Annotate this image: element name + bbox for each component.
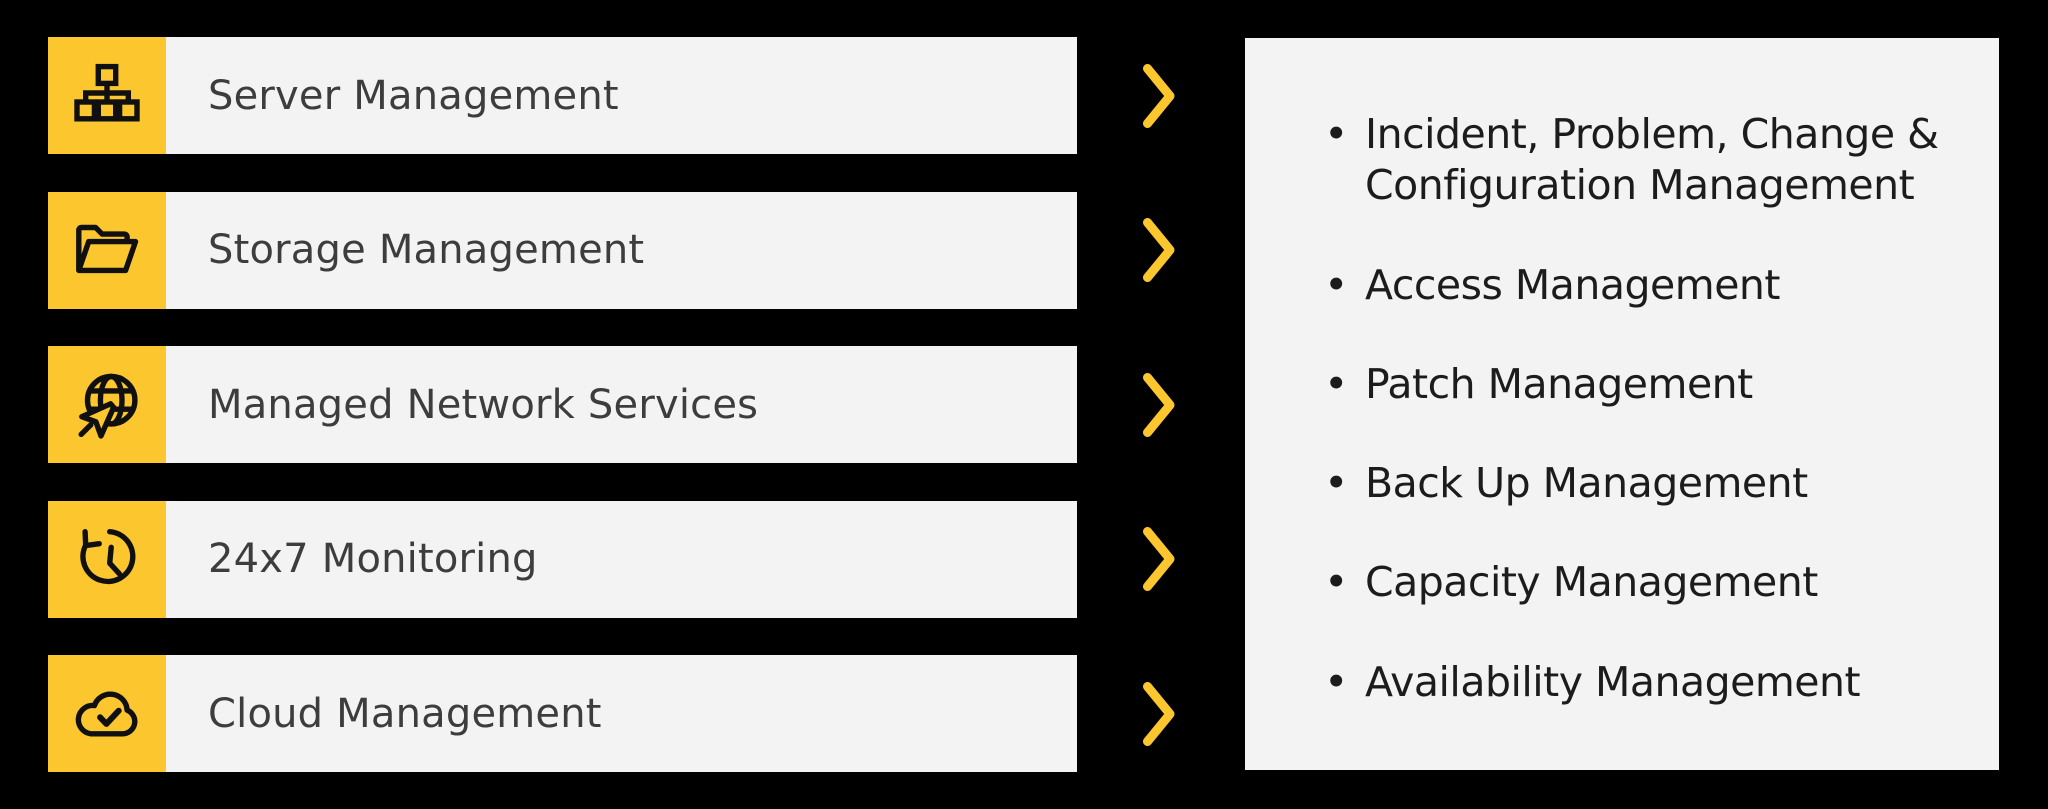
bullet-icon: •	[1324, 558, 1348, 607]
service-label: Storage Management	[166, 191, 1077, 309]
bullet-icon: •	[1324, 459, 1348, 507]
chevron-right-icon	[1141, 501, 1177, 618]
chevron-right-icon	[1141, 192, 1177, 309]
server-management-icon-box	[48, 37, 166, 154]
chevron-right-icon	[1141, 346, 1177, 463]
storage-management-icon-box	[48, 191, 166, 309]
list-item-text: Access Management	[1365, 260, 1780, 309]
details-panel: • Incident, Problem, Change & Configurat…	[1245, 38, 1999, 770]
service-row-storage-management: Storage Management	[48, 191, 1077, 309]
list-item: • Availability Management	[1323, 657, 1971, 708]
monitoring-icon-box	[48, 500, 166, 618]
managed-network-services-icon-box	[48, 346, 166, 463]
bullet-icon: •	[1324, 110, 1348, 158]
list-item-text: Back Up Management	[1365, 459, 1808, 507]
list-item-text: Patch Management	[1365, 359, 1753, 408]
service-row-24x7-monitoring: 24x7 Monitoring	[48, 500, 1077, 618]
list-item-text: Capacity Management	[1365, 558, 1818, 607]
list-item-text: Availability Management	[1365, 657, 1861, 706]
list-item: • Patch Management	[1323, 359, 1971, 410]
chevron-right-icon	[1141, 655, 1177, 772]
list-item: • Capacity Management	[1323, 557, 1971, 608]
folder-open-icon	[71, 214, 143, 286]
service-row-managed-network-services: Managed Network Services	[48, 346, 1077, 463]
list-item: • Access Management	[1323, 260, 1971, 311]
service-label: Cloud Management	[166, 655, 1077, 772]
sitemap-icon	[71, 60, 143, 132]
clock-history-icon	[71, 523, 143, 595]
service-row-server-management: Server Management	[48, 37, 1077, 154]
bullet-icon: •	[1324, 260, 1348, 309]
globe-cursor-icon	[71, 369, 143, 441]
service-label: 24x7 Monitoring	[166, 500, 1077, 618]
chevron-column	[1141, 37, 1177, 772]
details-list: • Incident, Problem, Change & Configurat…	[1323, 109, 1971, 708]
cloud-management-icon-box	[48, 655, 166, 772]
service-row-cloud-management: Cloud Management	[48, 655, 1077, 772]
service-row-list: Server Management Storage Management	[48, 37, 1077, 772]
service-label: Managed Network Services	[166, 346, 1077, 463]
cloud-check-icon	[71, 678, 143, 750]
list-item-text: Incident, Problem, Change & Configuratio…	[1365, 110, 1939, 210]
bullet-icon: •	[1324, 359, 1348, 408]
list-item: • Incident, Problem, Change & Configurat…	[1323, 109, 1971, 212]
list-item: • Back Up Management	[1323, 458, 1971, 509]
service-label: Server Management	[166, 37, 1077, 154]
bullet-icon: •	[1324, 657, 1348, 706]
chevron-right-icon	[1141, 37, 1177, 154]
